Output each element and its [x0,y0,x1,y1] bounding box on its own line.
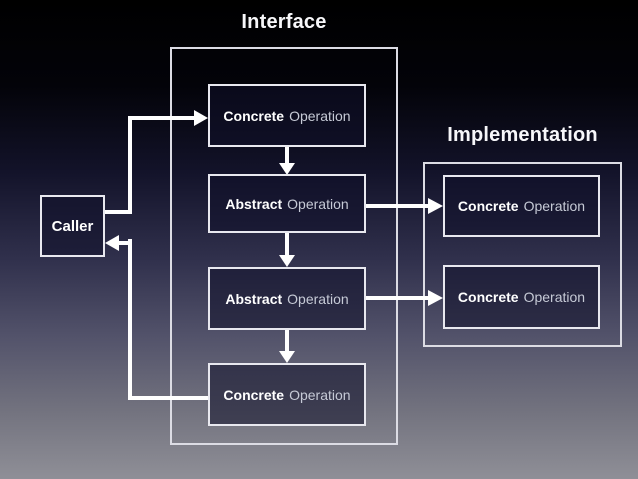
arrowhead-right-icon [428,290,443,306]
connector-abstract1-to-impl1 [366,204,429,208]
caller-label: Caller [51,217,94,235]
implementation-container [423,162,622,347]
connector-return-up [128,239,132,400]
box-label-bold: Concrete [223,386,285,403]
box-label-regular: Operation [523,289,586,305]
interface-box-concrete-top: Concrete Operation [208,84,366,147]
connector-caller-out [105,210,132,214]
box-label-bold: Concrete [457,198,519,214]
box-label-regular: Operation [287,290,349,307]
arrowhead-down-icon [279,163,295,175]
connector-bottom-return [128,396,208,400]
caller-box: Caller [40,195,105,257]
implementation-title: Implementation [447,124,598,146]
implementation-box-concrete-2: Concrete Operation [443,265,600,329]
implementation-box-concrete-1: Concrete Operation [443,175,600,237]
box-label-regular: Operation [289,107,351,124]
interface-box-abstract-1: Abstract Operation [208,174,366,233]
arrowhead-left-icon [105,235,119,251]
arrowhead-right-icon [194,110,208,126]
box-label-regular: Operation [289,386,351,403]
box-label-bold: Concrete [223,107,285,124]
box-label-regular: Operation [523,198,586,214]
arrowhead-down-icon [279,255,295,267]
connector-return-to-caller [119,241,132,245]
interface-container [170,47,398,445]
interface-box-abstract-2: Abstract Operation [208,267,366,330]
arrowhead-right-icon [428,198,443,214]
interface-box-concrete-bottom: Concrete Operation [208,363,366,426]
box-label-bold: Abstract [225,290,283,307]
box-label-regular: Operation [287,195,349,212]
connector-caller-up [128,116,132,214]
connector-abstract1-to-abstract2 [285,233,289,256]
connector-concrete-to-abstract1 [285,147,289,164]
connector-abstract2-to-impl2 [366,296,429,300]
arrowhead-down-icon [279,351,295,363]
box-label-bold: Abstract [225,195,283,212]
connector-abstract2-to-concrete [285,330,289,352]
interface-title: Interface [241,11,327,33]
box-label-bold: Concrete [457,289,519,305]
connector-caller-to-concrete [128,116,195,120]
